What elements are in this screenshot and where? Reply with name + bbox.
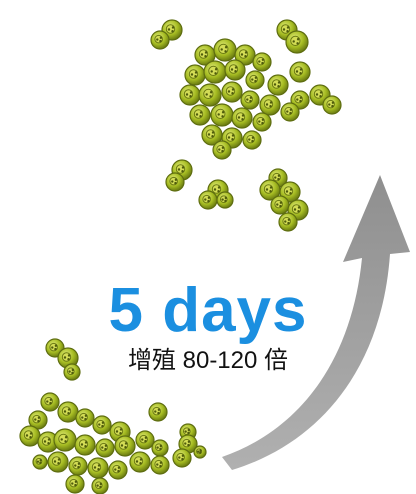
cell-cluster-small-icon bbox=[19, 338, 207, 494]
cell bbox=[201, 124, 223, 146]
cell bbox=[216, 191, 234, 209]
cell bbox=[178, 434, 198, 454]
cell bbox=[224, 59, 246, 81]
cell bbox=[108, 460, 128, 480]
cell bbox=[135, 430, 155, 450]
cell bbox=[179, 84, 201, 106]
cell bbox=[234, 44, 256, 66]
cell bbox=[322, 95, 342, 115]
cell bbox=[212, 140, 232, 160]
cell bbox=[87, 457, 109, 479]
cell-cluster-large-icon bbox=[150, 19, 342, 232]
cell bbox=[285, 30, 309, 54]
cell bbox=[280, 102, 300, 122]
cell bbox=[114, 435, 136, 457]
cell bbox=[252, 52, 272, 72]
cell bbox=[40, 392, 60, 412]
cell bbox=[95, 438, 115, 458]
cell bbox=[267, 74, 289, 96]
cell bbox=[92, 415, 112, 435]
cell bbox=[65, 474, 85, 494]
cell bbox=[242, 130, 262, 150]
cell bbox=[193, 445, 207, 459]
cell bbox=[75, 408, 95, 428]
cell bbox=[150, 455, 170, 475]
cell bbox=[309, 84, 331, 106]
cell bbox=[28, 410, 48, 430]
duration-headline: 5 days bbox=[108, 276, 308, 345]
cell bbox=[203, 60, 227, 84]
cell bbox=[19, 425, 41, 447]
cell bbox=[165, 172, 185, 192]
cell bbox=[259, 94, 281, 116]
cell bbox=[198, 83, 222, 107]
cell bbox=[289, 61, 311, 83]
cell bbox=[278, 212, 298, 232]
cell bbox=[63, 363, 81, 381]
cell bbox=[68, 456, 88, 476]
cell bbox=[91, 477, 109, 494]
cell bbox=[213, 38, 237, 62]
cell bbox=[57, 347, 79, 369]
cell bbox=[53, 428, 77, 452]
cell bbox=[198, 190, 218, 210]
cell bbox=[151, 439, 169, 457]
cell bbox=[221, 81, 243, 103]
cell bbox=[148, 402, 168, 422]
cell bbox=[161, 19, 183, 41]
cell bbox=[189, 104, 211, 126]
cell bbox=[74, 434, 96, 456]
growth-arrow-icon bbox=[222, 175, 410, 470]
cell bbox=[47, 451, 69, 473]
cell bbox=[57, 401, 79, 423]
cell bbox=[270, 195, 290, 215]
cell bbox=[252, 112, 272, 132]
cell bbox=[231, 107, 253, 129]
cell bbox=[240, 90, 260, 110]
cell bbox=[129, 451, 151, 473]
cell bbox=[150, 30, 170, 50]
proliferation-caption: 增殖 80-120 倍 bbox=[127, 347, 289, 374]
cell bbox=[245, 70, 265, 90]
cell bbox=[172, 448, 192, 468]
cell bbox=[32, 454, 48, 470]
cell bbox=[210, 103, 234, 127]
cell bbox=[184, 64, 206, 86]
